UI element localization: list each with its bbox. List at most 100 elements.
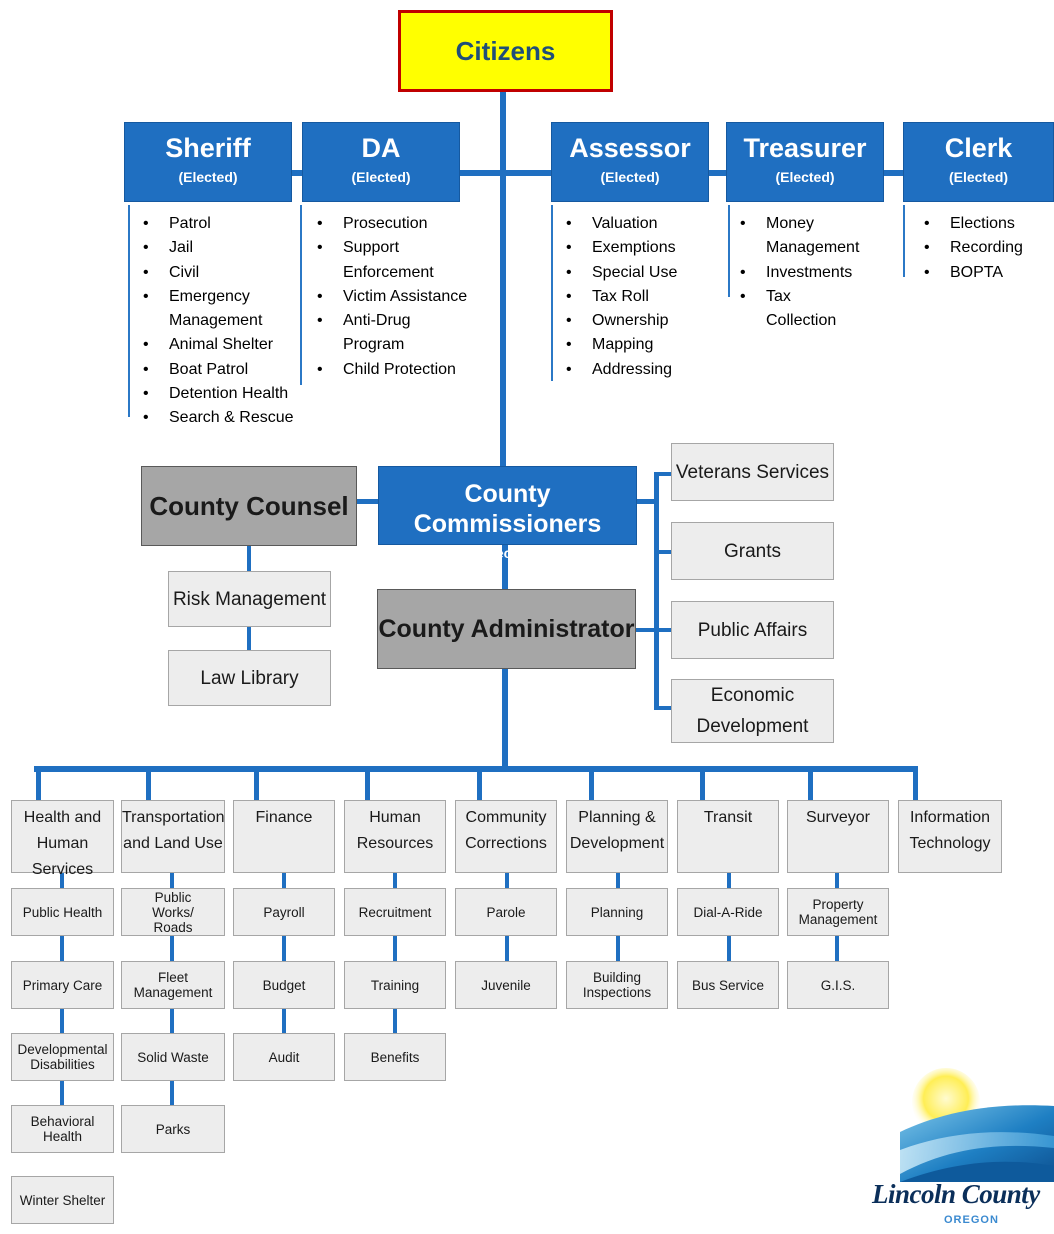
- connector-administrator-departments: [502, 668, 508, 770]
- rail-assessor: [551, 205, 553, 381]
- unit-planning: Planning: [566, 888, 668, 936]
- unit-label: Behavioral Health: [30, 1114, 95, 1144]
- treasurer-duties: Money Management Investments Tax Collect…: [738, 212, 859, 334]
- unit-primary-care: Primary Care: [11, 961, 114, 1009]
- unit-label: Juvenile: [481, 977, 531, 993]
- unit-label: Training: [370, 977, 420, 993]
- veterans-services-label: Veterans Services: [675, 461, 830, 483]
- dept-label: Finance: [255, 809, 313, 826]
- dept-label: Transportation and Land Use: [122, 809, 225, 852]
- unit-label: Primary Care: [22, 977, 103, 993]
- dept-community-corrections: Community Corrections: [455, 800, 557, 873]
- public-affairs-box: Public Affairs: [671, 601, 834, 659]
- unit-label: Building Inspections: [582, 970, 652, 1000]
- unit-label: Payroll: [263, 904, 305, 920]
- connector-citizens-main: [500, 92, 506, 466]
- list-item: Anti-Drug Program: [315, 309, 475, 358]
- unit-label: Winter Shelter: [19, 1192, 106, 1208]
- unit-label: G.I.S.: [820, 977, 856, 993]
- dept-transit: Transit: [677, 800, 779, 873]
- unit-audit: Audit: [233, 1033, 335, 1081]
- list-item: Exemptions: [564, 236, 714, 261]
- dept-label: Transit: [703, 809, 753, 826]
- drop-dept-5: [477, 770, 482, 800]
- unit-label: Audit: [268, 1049, 300, 1065]
- risk-management-label: Risk Management: [172, 588, 327, 610]
- logo-graphic: [900, 1068, 1054, 1182]
- clerk-box: Clerk (Elected): [903, 122, 1054, 202]
- drop-dept-9: [913, 770, 918, 800]
- county-commissioners-box: County Commissioners (Elected): [378, 466, 637, 561]
- drop-dept-7: [700, 770, 705, 800]
- list-item: Patrol: [141, 212, 301, 237]
- assessor-box: Assessor (Elected): [551, 122, 709, 202]
- list-item: Victim Assistance: [315, 285, 475, 310]
- grants-label: Grants: [723, 540, 782, 562]
- list-item: BOPTA: [922, 261, 1052, 286]
- rail-da: [300, 205, 302, 385]
- logo-state: OREGON: [944, 1214, 999, 1226]
- unit-fleet-management: Fleet Management: [121, 961, 225, 1009]
- unit-payroll: Payroll: [233, 888, 335, 936]
- unit-label: Fleet Management: [133, 970, 213, 1000]
- list-item: Tax Collection: [738, 285, 858, 334]
- dept-human-resources: Human Resources: [344, 800, 446, 873]
- connector-commissioners-administrator: [502, 544, 508, 590]
- clerk-duties: Elections Recording BOPTA: [922, 212, 1052, 285]
- clerk-subtitle: (Elected): [948, 169, 1009, 185]
- drop-dept-6: [589, 770, 594, 800]
- unit-label: Public Works/ Roads: [152, 889, 194, 935]
- drop-dept-2: [146, 770, 151, 800]
- unit-label: Public Health: [22, 904, 103, 920]
- law-library-box: Law Library: [168, 650, 331, 706]
- drop-dept-1: [36, 770, 41, 800]
- dept-information-technology: Information Technology: [898, 800, 1002, 873]
- unit-label: Benefits: [370, 1049, 420, 1065]
- list-item: Valuation: [564, 212, 714, 237]
- unit-winter-shelter: Winter Shelter: [11, 1176, 114, 1224]
- unit-benefits: Benefits: [344, 1033, 446, 1081]
- citizens-label: Citizens: [455, 35, 556, 66]
- treasurer-box: Treasurer (Elected): [726, 122, 884, 202]
- logo-name: Lincoln County: [872, 1179, 1040, 1209]
- list-item: Detention Health: [141, 382, 301, 407]
- list-item: Jail: [141, 236, 301, 261]
- unit-label: Budget: [262, 977, 306, 993]
- connector-counsel-commissioners: [356, 499, 380, 504]
- list-item: Child Protection: [315, 358, 475, 383]
- dept-label: Planning & Development: [569, 809, 665, 852]
- unit-label: Recruitment: [358, 904, 432, 920]
- sub-connector-hr: [393, 872, 397, 1044]
- unit-label: Developmental Disabilities: [17, 1042, 108, 1072]
- list-item: Money Management: [738, 212, 859, 261]
- da-duties: Prosecution Support Enforcement Victim A…: [315, 212, 475, 382]
- list-item: Prosecution: [315, 212, 475, 237]
- connector-office-grants: [654, 550, 672, 554]
- list-item: Mapping: [564, 333, 714, 358]
- treasurer-subtitle: (Elected): [775, 169, 835, 185]
- clerk-title: Clerk: [944, 133, 1013, 163]
- dept-label: Health and Human Services: [23, 809, 102, 878]
- da-subtitle: (Elected): [351, 169, 411, 185]
- connector-risk-law: [247, 626, 251, 650]
- list-item: Search & Rescue: [141, 406, 301, 431]
- county-commissioners-subtitle: (Elected): [477, 545, 538, 561]
- unit-label: Solid Waste: [137, 1049, 209, 1065]
- unit-label: Parole: [486, 904, 526, 920]
- connector-commissioners-offices: [636, 499, 658, 504]
- drop-dept-3: [254, 770, 259, 800]
- drop-dept-4: [365, 770, 370, 800]
- economic-development-box: Economic Development: [671, 679, 834, 743]
- assessor-title: Assessor: [569, 133, 691, 163]
- list-item: Tax Roll: [564, 285, 714, 310]
- unit-label: Dial-A-Ride: [693, 904, 763, 920]
- sheriff-subtitle: (Elected): [178, 169, 238, 185]
- unit-solid-waste: Solid Waste: [121, 1033, 225, 1081]
- dept-label: Community Corrections: [465, 809, 547, 852]
- unit-parks: Parks: [121, 1105, 225, 1153]
- sheriff-box: Sheriff (Elected): [124, 122, 292, 202]
- rail-treasurer: [728, 205, 730, 297]
- unit-juvenile: Juvenile: [455, 961, 557, 1009]
- dept-label: Information Technology: [909, 809, 991, 852]
- connector-offices-vertical: [654, 472, 659, 710]
